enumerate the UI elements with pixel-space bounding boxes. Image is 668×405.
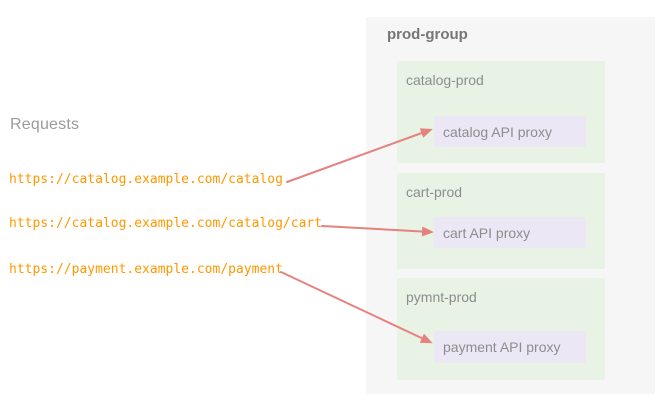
- proxy-label-payment: payment API proxy: [443, 339, 561, 355]
- proxy-label-catalog: catalog API proxy: [443, 123, 552, 140]
- proxy-box-payment: payment API proxy: [434, 331, 586, 363]
- proxy-box-cart: cart API proxy: [434, 217, 586, 248]
- request-url-catalog: https://catalog.example.com/catalog: [9, 172, 283, 187]
- prod-group-title: prod-group: [387, 26, 468, 43]
- env-label-pymnt-prod: pymnt-prod: [406, 289, 477, 305]
- env-box-cart-prod: cart-prod cart API proxy: [397, 173, 605, 269]
- requests-heading: Requests: [10, 116, 80, 133]
- env-label-cart-prod: cart-prod: [406, 184, 463, 200]
- env-box-pymnt-prod: pymnt-prod payment API proxy: [397, 278, 605, 380]
- proxy-box-catalog: catalog API proxy: [434, 116, 586, 147]
- request-url-catalog-cart: https://catalog.example.com/catalog/cart: [9, 216, 323, 231]
- prod-group-box: prod-group catalog-prod catalog API prox…: [366, 17, 655, 394]
- request-url-payment: https://payment.example.com/payment: [9, 262, 283, 277]
- proxy-label-cart: cart API proxy: [443, 224, 531, 241]
- env-box-catalog-prod: catalog-prod catalog API proxy: [397, 61, 605, 163]
- env-label-catalog-prod: catalog-prod: [406, 72, 484, 88]
